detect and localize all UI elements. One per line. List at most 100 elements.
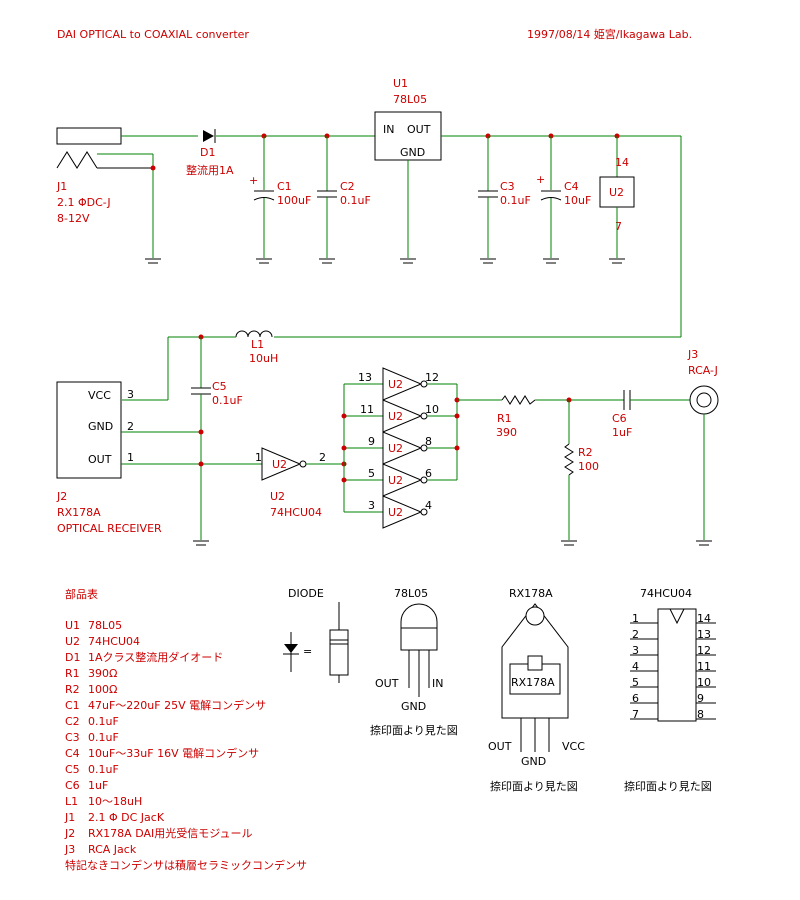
j2-line2: OPTICAL RECEIVER bbox=[57, 522, 162, 535]
j2-pin-out: OUT bbox=[88, 453, 112, 466]
u1-pin-gnd: GND bbox=[400, 146, 425, 159]
u2-gate-1-pin-out: 12 bbox=[425, 371, 439, 384]
u2-input-label: U2 bbox=[272, 458, 287, 471]
j2-pin-vcc: VCC bbox=[88, 389, 111, 402]
bom-ref: D1 bbox=[65, 651, 80, 664]
u2-input-ref: U2 bbox=[270, 490, 285, 503]
u1-value: 78L05 bbox=[393, 93, 427, 106]
j2-line1: RX178A bbox=[57, 506, 101, 519]
bom-ref: R2 bbox=[65, 683, 80, 696]
hcu04-pin-left: 3 bbox=[632, 644, 639, 657]
bom-ref: C5 bbox=[65, 763, 80, 776]
c5-ref: C5 bbox=[212, 380, 227, 393]
bom-desc: 74HCU04 bbox=[88, 635, 140, 648]
date-author: 1997/08/14 姫宮/Ikagawa Lab. bbox=[527, 27, 692, 41]
r1-resistor bbox=[501, 395, 536, 405]
r2-resistor bbox=[564, 443, 574, 476]
c1-value: 100uF bbox=[277, 194, 311, 207]
u2-input-pin-out: 2 bbox=[319, 451, 326, 464]
bom-note: 特記なきコンデンサは積層セラミックコンデンサ bbox=[65, 858, 307, 872]
diode-symbol bbox=[283, 632, 299, 672]
u2-gate-3-pin-in: 9 bbox=[368, 435, 375, 448]
j2-pin-num-vcc: 3 bbox=[127, 388, 134, 401]
hcu04-pin-right: 10 bbox=[697, 676, 711, 689]
l78l05-package bbox=[400, 603, 438, 697]
bom-desc: RCA Jack bbox=[88, 843, 137, 856]
c6-value: 1uF bbox=[612, 426, 632, 439]
bom-desc: 1uF bbox=[88, 779, 108, 792]
u2-gate-3-pin-out: 8 bbox=[425, 435, 432, 448]
u2-gate-4: U2 5 6 bbox=[344, 463, 457, 497]
j3-rca-jack bbox=[689, 385, 719, 415]
bom-ref: U2 bbox=[65, 635, 80, 648]
l78l05-in: IN bbox=[432, 677, 443, 690]
hcu04-pin-left: 5 bbox=[632, 676, 639, 689]
bom-ref: R1 bbox=[65, 667, 80, 680]
j3-ref: J3 bbox=[687, 348, 698, 361]
rx178a-out: OUT bbox=[488, 740, 512, 753]
u2-gate-5-pin-out: 4 bbox=[425, 499, 432, 512]
d1-diode bbox=[203, 129, 216, 143]
l1-value: 10uH bbox=[249, 352, 278, 365]
u2-gate-5: U2 3 4 bbox=[344, 495, 432, 529]
diode-equals: = bbox=[303, 645, 312, 658]
bom-desc: 10uF～33uF 16V 電解コンデンサ bbox=[88, 746, 259, 760]
rx178a-vcc: VCC bbox=[562, 740, 585, 753]
bom-desc: 0.1uF bbox=[88, 731, 119, 744]
u2-input-pin-in: 1 bbox=[255, 451, 262, 464]
c4-value: 10uF bbox=[564, 194, 591, 207]
l78l05-caption: 捺印面より見た図 bbox=[370, 723, 458, 737]
u2-power-block bbox=[599, 176, 635, 208]
r2-ref: R2 bbox=[578, 446, 593, 459]
u1-regulator bbox=[374, 111, 442, 161]
j2-pin-gnd: GND bbox=[88, 420, 113, 433]
u2-gate-1-label: U2 bbox=[388, 378, 403, 391]
hcu04-pin-right: 9 bbox=[697, 692, 704, 705]
j1-line1: 2.1 ΦDC-J bbox=[57, 196, 111, 209]
c3-ref: C3 bbox=[500, 180, 515, 193]
bom-ref: C3 bbox=[65, 731, 80, 744]
bom-desc: 390Ω bbox=[88, 667, 117, 680]
hcu04-pin-left: 2 bbox=[632, 628, 639, 641]
hcu04-package bbox=[630, 608, 716, 722]
c2-value: 0.1uF bbox=[340, 194, 371, 207]
c4-polarity: + bbox=[536, 173, 545, 186]
l1-ref: L1 bbox=[251, 338, 264, 351]
bom-desc: 0.1uF bbox=[88, 763, 119, 776]
bom-desc: 2.1 Φ DC JacK bbox=[88, 811, 165, 824]
hcu04-pin-left: 7 bbox=[632, 708, 639, 721]
bom-desc: 1Aクラス整流用ダイオード bbox=[88, 650, 223, 664]
bom-ref: C4 bbox=[65, 747, 80, 760]
r1-ref: R1 bbox=[497, 412, 512, 425]
bom-ref: C2 bbox=[65, 715, 80, 728]
bom-ref: C1 bbox=[65, 699, 80, 712]
u2-gate-4-pin-out: 6 bbox=[425, 467, 432, 480]
c2-ref: C2 bbox=[340, 180, 355, 193]
hcu04-title: 74HCU04 bbox=[640, 587, 692, 600]
j1-line2: 8-12V bbox=[57, 212, 90, 225]
hcu04-pin-left: 6 bbox=[632, 692, 639, 705]
u2-gate-3-label: U2 bbox=[388, 442, 403, 455]
l78l05-gnd: GND bbox=[401, 700, 426, 713]
rx178a-caption: 捺印面より見た図 bbox=[490, 779, 578, 793]
hcu04-pin-right: 11 bbox=[697, 660, 711, 673]
u1-pin-out: OUT bbox=[407, 123, 431, 136]
r2-value: 100 bbox=[578, 460, 599, 473]
j1-ref: J1 bbox=[56, 180, 67, 193]
bom-desc: 0.1uF bbox=[88, 715, 119, 728]
bom-ref: L1 bbox=[65, 795, 78, 808]
u2-gate-5-pin-in: 3 bbox=[368, 499, 375, 512]
u1-pin-in: IN bbox=[383, 123, 394, 136]
c4-ref: C4 bbox=[564, 180, 579, 193]
bom-ref: C6 bbox=[65, 779, 80, 792]
bom-desc: 47uF～220uF 25V 電解コンデンサ bbox=[88, 698, 266, 712]
bom-desc: 78L05 bbox=[88, 619, 122, 632]
u2-gate-4-pin-in: 5 bbox=[368, 467, 375, 480]
j3-value: RCA-J bbox=[688, 364, 718, 377]
hcu04-caption: 捺印面より見た図 bbox=[624, 779, 712, 793]
hcu04-pin-left: 4 bbox=[632, 660, 639, 673]
bom-ref: J2 bbox=[64, 827, 75, 840]
u2-gate-2-label: U2 bbox=[388, 410, 403, 423]
l1-inductor bbox=[235, 330, 273, 338]
